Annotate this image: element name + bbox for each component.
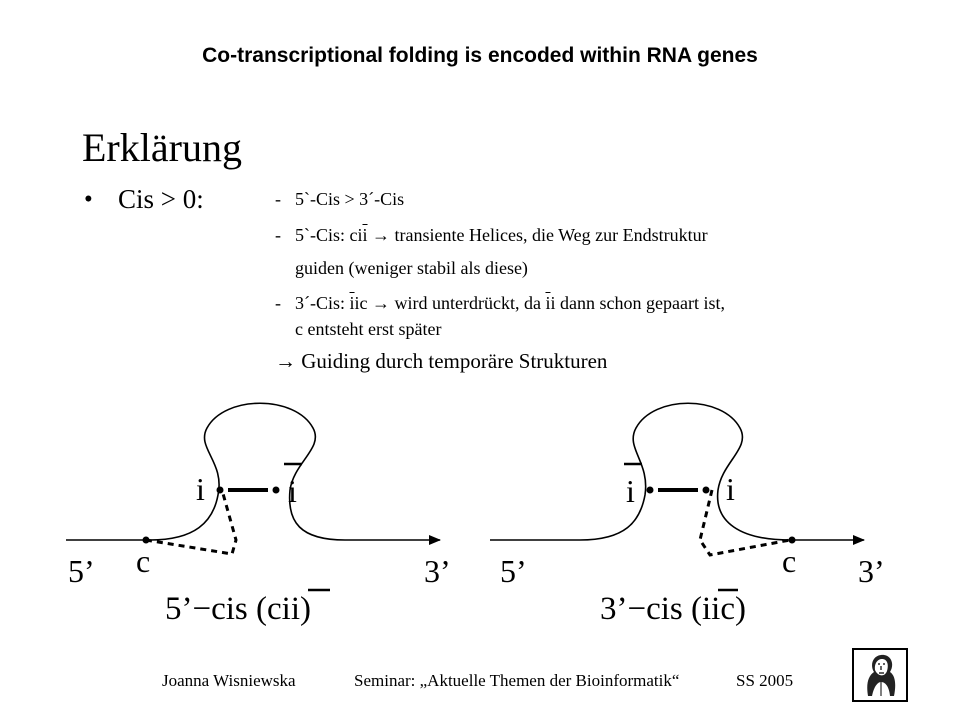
item-text-continued: guiden (weniger stabil als diese) [295,258,528,278]
position-i-dot [216,486,224,494]
item-text: 5`-Cis > 3´-Cis [295,189,405,209]
diagram-caption: 5’−cis (cii) [165,591,311,627]
item-dash: - [275,225,281,245]
bullet-marker: • [84,186,93,213]
item-dash: - [275,189,281,209]
arrow-icon: → [372,293,391,313]
diagram-caption: 3’−cis (iic) [600,591,746,627]
label-3prime: 3’ [424,553,451,589]
footer-author: Joanna Wisniewska [162,671,296,690]
diagram-3-cis: i i c 5’ 3’ 3’−cis (iic) [490,402,885,627]
page-header-title: Co-transcriptional folding is encoded wi… [202,44,758,67]
dashed-interaction [145,489,238,556]
label-5prime: 5’ [68,553,95,589]
label-i: i [196,471,205,507]
conclusion-line: → Guiding durch temporäre Strukturen [275,349,607,374]
item-text-continued: c entsteht erst später [295,319,442,339]
dashed-interaction [698,489,791,557]
label-ibar: i [288,473,297,509]
arrow-icon: → [372,225,391,245]
position-ibar-dot [272,486,280,494]
label-5prime: 5’ [500,553,527,589]
diagram-5-cis: i i c 5’ 3’ 5’−cis (cii) [66,402,451,627]
arrow-icon: → [275,349,296,373]
label-c: c [782,543,796,579]
conclusion-text: Guiding durch temporäre Strukturen [301,349,608,373]
goethe-portrait-icon [852,648,908,702]
position-c-dot [142,536,150,544]
bullet-label: Cis > 0: [118,184,204,214]
position-ibar-dot [646,486,654,494]
item-text: 3´-Cis: iic → wird unterdrückt, da ii da… [295,293,725,313]
label-3prime: 3’ [858,553,885,589]
footer-term: SS 2005 [736,671,794,690]
label-c: c [136,543,150,579]
label-i: i [726,471,735,507]
footer-seminar: Seminar: „Aktuelle Themen der Bioinforma… [354,671,680,690]
item-text: 5`-Cis: cii → transiente Helices, die We… [295,225,708,245]
position-c-dot [788,536,796,544]
label-ibar: i [626,473,635,509]
slide-heading: Erklärung [82,125,242,170]
item-dash: - [275,293,281,313]
rna-strand [490,402,865,545]
rna-strand [66,402,441,545]
position-i-dot [702,486,710,494]
